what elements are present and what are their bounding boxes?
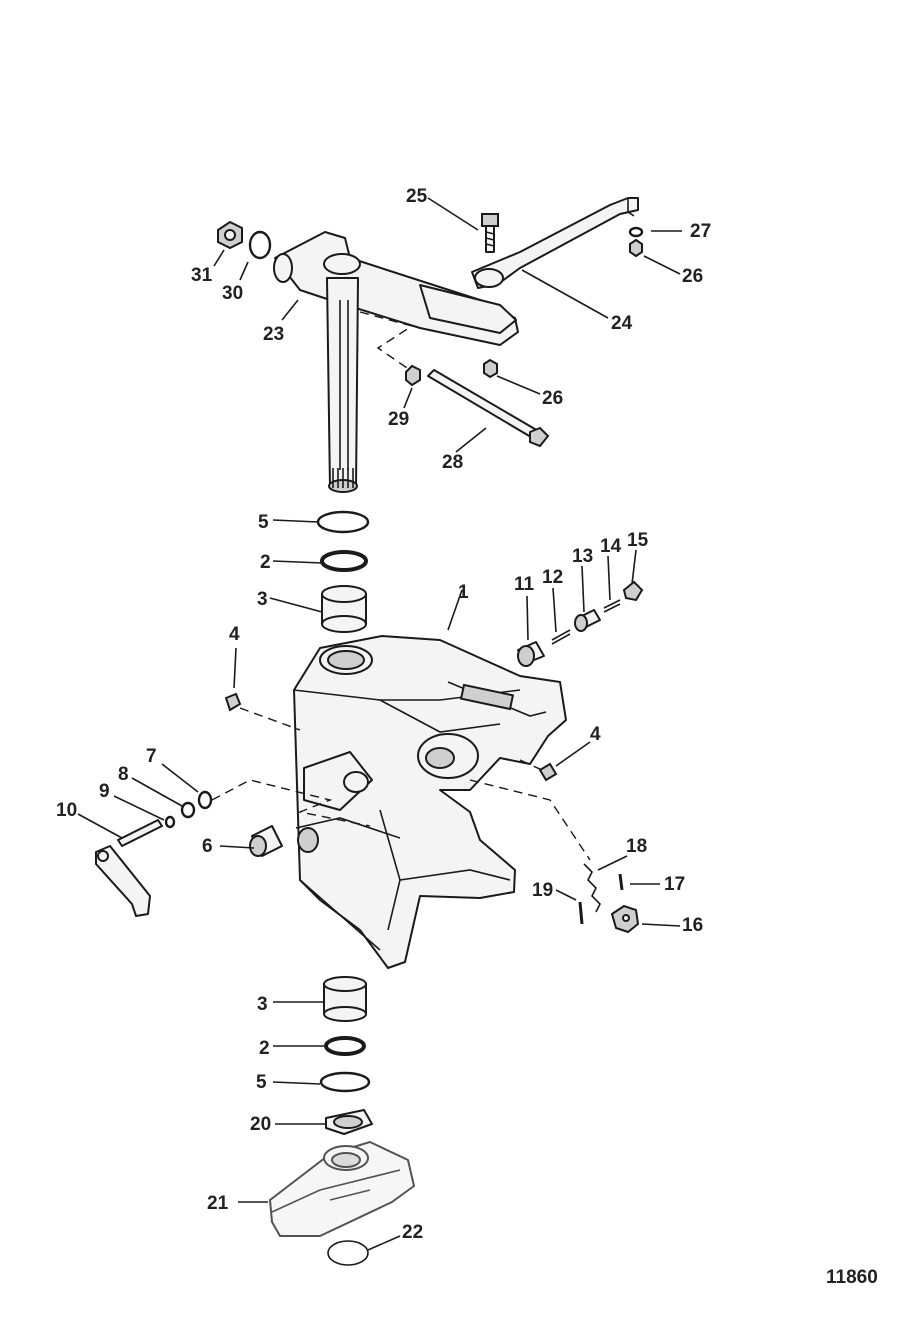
bolt-part	[481, 213, 499, 253]
callout-label: 2	[259, 1038, 270, 1059]
callout-label: 28	[442, 452, 463, 473]
callout-label: 11	[514, 574, 535, 595]
nut-part	[629, 238, 643, 258]
callout-label: 20	[250, 1114, 271, 1135]
callout-label: 21	[207, 1193, 229, 1214]
pin-part	[603, 599, 621, 613]
callout-label: 10	[56, 800, 77, 821]
callout-label: 15	[627, 530, 649, 551]
callout-label: 5	[258, 512, 269, 533]
callout-label: 29	[388, 409, 409, 430]
callout-label: 7	[146, 746, 157, 767]
callout-label: 4	[229, 624, 240, 645]
tilt-lock-lever-part	[95, 819, 163, 917]
spring-part	[583, 863, 601, 913]
bushing-part	[321, 585, 367, 633]
alignment-line	[239, 707, 301, 731]
tie-bolt-part	[427, 369, 550, 448]
nut-part	[483, 358, 498, 379]
callout-label: 19	[532, 880, 553, 901]
bushing-part	[323, 976, 367, 1022]
bushing-small-part	[517, 641, 545, 667]
seal-ring-part	[327, 1240, 369, 1266]
callout-label: 24	[611, 313, 633, 334]
thrust-washer-part	[316, 510, 370, 534]
ring-part	[320, 550, 368, 572]
steering-arm-part	[273, 231, 519, 493]
callout-label: 8	[118, 764, 129, 785]
callout-label: 23	[263, 324, 284, 345]
callout-label: 5	[256, 1072, 267, 1093]
thrust-washer-part	[319, 1071, 371, 1093]
callout-label: 26	[682, 266, 703, 287]
washer-part	[197, 790, 213, 810]
steering-link-part	[471, 197, 639, 289]
callout-label: 17	[664, 874, 685, 895]
leader-lines	[77, 197, 682, 1251]
lower-yoke-part	[269, 1141, 415, 1237]
callout-label: 3	[257, 994, 268, 1015]
pin-part	[618, 873, 624, 891]
callout-label: 14	[600, 536, 622, 557]
callout-label: 31	[191, 265, 213, 286]
ring-part	[324, 1036, 366, 1056]
swivel-bracket-part	[293, 635, 567, 969]
cap-part	[622, 580, 644, 602]
nut-part	[217, 220, 243, 250]
callout-label: 4	[590, 724, 601, 745]
callout-label: 6	[202, 836, 213, 857]
washer-part	[405, 364, 421, 387]
grease-fitting-part	[538, 762, 558, 782]
pivot-bushing-part	[249, 825, 283, 857]
callout-label: 9	[99, 781, 110, 802]
callout-label: 26	[542, 388, 563, 409]
callout-label: 2	[260, 552, 271, 573]
screw-part	[551, 629, 571, 645]
figure-number: 11860	[826, 1267, 878, 1288]
ring-part	[164, 815, 176, 829]
callout-label: 3	[257, 589, 268, 610]
callout-label: 27	[690, 221, 711, 242]
callout-label: 30	[222, 283, 243, 304]
callout-label: 22	[402, 1222, 423, 1243]
callout-label: 16	[682, 915, 703, 936]
callout-label: 12	[542, 567, 563, 588]
washer-part	[628, 226, 644, 238]
callout-label: 13	[572, 546, 593, 567]
washer-part	[180, 801, 196, 819]
sleeve-part	[574, 609, 601, 632]
pin-part	[578, 901, 584, 925]
grease-fitting-part	[224, 692, 242, 712]
callout-label: 25	[406, 186, 428, 207]
clip-part	[610, 904, 640, 934]
alignment-line	[211, 779, 371, 827]
lock-washer-part	[325, 1109, 373, 1135]
callout-label: 1	[458, 582, 469, 603]
alignment-line	[359, 311, 414, 371]
alignment-line	[519, 759, 543, 771]
callout-label: 18	[626, 836, 647, 857]
washer-part	[248, 230, 272, 260]
alignment-line	[469, 779, 591, 861]
